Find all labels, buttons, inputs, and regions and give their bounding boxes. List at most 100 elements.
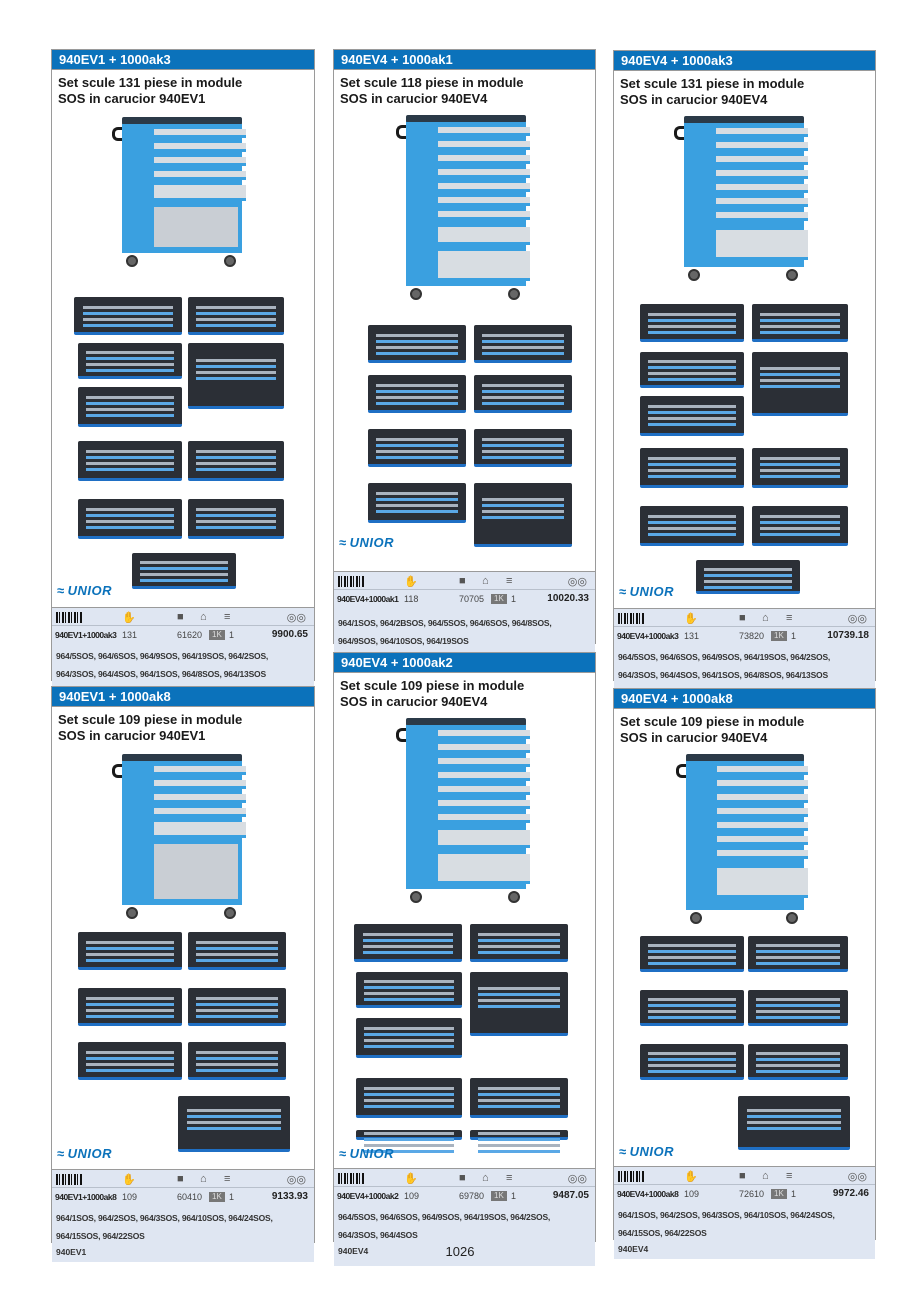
tool-tray: [188, 1042, 286, 1080]
price: 10020.33: [547, 593, 589, 604]
tool-tray: [188, 988, 286, 1026]
modules-line: 964/9SOS, 964/10SOS, 964/19SOS: [338, 636, 469, 646]
coins-icon: ◎◎: [286, 1174, 306, 1186]
hand-icon: ✋: [122, 1174, 136, 1186]
product-code: 940EV4+1000ak1: [337, 594, 399, 604]
icon-row: ✋ ■ ⌂ ≡ ◎◎: [334, 572, 595, 590]
data-row: 940EV1+1000ak8 109 60410 1K 1 9133.93: [52, 1188, 314, 1206]
package-badge: 1K: [209, 630, 225, 640]
icon-row: ✋ ■ ⌂ ≡ ◎◎: [614, 1167, 875, 1185]
barcode-icon: [618, 1171, 644, 1182]
modules-list: 964/1SOS, 964/2SOS, 964/3SOS, 964/10SOS,…: [52, 1206, 314, 1245]
piece-count: 109: [684, 1189, 700, 1199]
tool-tray: [640, 506, 744, 546]
product-image: ≈UNIOR: [52, 107, 314, 607]
tool-tray: [178, 1096, 290, 1152]
product-image: ≈UNIOR: [614, 746, 875, 1166]
modules-list: 964/5SOS, 964/6SOS, 964/9SOS, 964/19SOS,…: [614, 645, 875, 684]
product-info-panel: ✋ ■ ⌂ ≡ ◎◎ 940EV1+1000ak8 109 60410 1K 1…: [52, 1169, 314, 1262]
barcode-icon: [56, 1174, 82, 1185]
modules-list: 964/5SOS, 964/6SOS, 964/9SOS, 964/19SOS,…: [334, 1205, 595, 1244]
tool-tray: [474, 483, 572, 547]
factory-icon: ≡: [224, 611, 231, 623]
icon-row: ✋ ■ ⌂ ≡ ◎◎: [52, 1170, 314, 1188]
piece-count: 118: [404, 594, 419, 604]
modules-list: 964/5SOS, 964/6SOS, 964/9SOS, 964/19SOS,…: [52, 644, 314, 683]
tool-tray: [78, 988, 182, 1026]
title-line: SOS in carucior 940EV4: [340, 91, 488, 106]
price: 10739.18: [827, 630, 869, 641]
piece-count: 131: [122, 630, 138, 640]
modules-line: 964/1SOS, 964/2SOS, 964/3SOS, 964/10SOS,…: [56, 1213, 273, 1223]
title-line: SOS in carucior 940EV4: [620, 92, 768, 107]
tool-tray: [696, 560, 800, 594]
tool-tray: [368, 429, 466, 467]
coins-icon: ◎◎: [567, 1173, 587, 1185]
tool-tray: [188, 499, 284, 539]
package-badge: 1K: [491, 594, 507, 604]
weight-value: 69780: [459, 1191, 485, 1201]
icon-row: ✋ ■ ⌂ ≡ ◎◎: [614, 609, 875, 627]
tool-tray: [78, 387, 182, 427]
tool-tray: [188, 297, 284, 335]
tool-tray: [748, 1044, 848, 1080]
unior-logo: ≈UNIOR: [339, 1146, 395, 1161]
tool-tray: [752, 506, 848, 546]
quantity: 1: [229, 1192, 235, 1202]
piece-count: 109: [404, 1191, 420, 1201]
tool-tray: [132, 553, 236, 589]
card-header: 940EV4 + 1000ak8: [614, 689, 875, 709]
product-card-940EV4-1000ak1: 940EV4 + 1000ak1 Set scule 118 piese in …: [333, 49, 596, 672]
tool-tray: [748, 990, 848, 1026]
card-title: Set scule 109 piese in module SOS in car…: [334, 673, 595, 710]
tool-tray: [640, 990, 744, 1026]
tool-tray: [74, 297, 182, 335]
tool-tray: [356, 1078, 462, 1118]
tool-tray: [752, 304, 848, 342]
card-header: 940EV1 + 1000ak3: [52, 50, 314, 70]
tool-tray: [748, 936, 848, 972]
tool-tray: [78, 343, 182, 379]
card-header: 940EV4 + 1000ak1: [334, 50, 595, 70]
modules-line: 964/3SOS, 964/4SOS: [338, 1230, 418, 1240]
quantity: 1: [791, 631, 797, 641]
weight-value: 73820: [739, 631, 765, 641]
tool-tray: [474, 325, 572, 363]
card-title: Set scule 109 piese in module SOS in car…: [614, 709, 875, 746]
tool-tray: [752, 448, 848, 488]
factory-icon: ≡: [786, 1170, 793, 1182]
tool-tray: [368, 375, 466, 413]
tool-cart-image: [676, 754, 808, 924]
tool-cart-image: [674, 116, 808, 281]
hand-icon: ✋: [404, 576, 418, 588]
tool-cart-image: [396, 115, 530, 300]
barcode-icon: [338, 576, 364, 587]
package-icon: ⌂: [482, 1172, 489, 1184]
tool-tray: [470, 1130, 568, 1140]
weight-icon: ■: [459, 575, 466, 587]
modules-list: 964/1SOS, 964/2SOS, 964/3SOS, 964/10SOS,…: [614, 1203, 875, 1242]
price: 9487.05: [552, 1190, 589, 1201]
product-code: 940EV4+1000ak8: [617, 1189, 679, 1199]
quantity: 1: [511, 594, 517, 604]
modules-line: 964/1SOS, 964/2SOS, 964/3SOS, 964/10SOS,…: [618, 1210, 835, 1220]
coins-icon: ◎◎: [847, 613, 867, 625]
product-card-940EV4-1000ak2: 940EV4 + 1000ak2 Set scule 109 piese in …: [333, 652, 596, 1266]
modules-line: 964/3SOS, 964/4SOS, 964/1SOS, 964/8SOS, …: [618, 670, 828, 680]
product-image: ≈UNIOR: [334, 710, 595, 1168]
price: 9900.65: [271, 629, 308, 640]
factory-icon: ≡: [506, 575, 513, 587]
tool-tray: [188, 932, 286, 970]
unior-logo: ≈UNIOR: [619, 1144, 675, 1159]
package-badge: 1K: [209, 1192, 225, 1202]
modules-line: 964/15SOS, 964/22SOS: [618, 1228, 707, 1238]
data-row: 940EV4+1000ak3 131 73820 1K 1 10739.18: [614, 627, 875, 645]
product-image: ≈UNIOR: [52, 744, 314, 1169]
tool-tray: [368, 483, 466, 523]
modules-line: 964/15SOS, 964/22SOS: [56, 1231, 145, 1241]
product-code: 940EV1+1000ak8: [55, 1192, 117, 1202]
tool-cart-image: [112, 754, 246, 919]
page-number: 1026: [445, 1244, 475, 1259]
product-code: 940EV4+1000ak3: [617, 631, 679, 641]
data-row: 940EV1+1000ak3 131 61620 1K 1 9900.65: [52, 626, 314, 644]
